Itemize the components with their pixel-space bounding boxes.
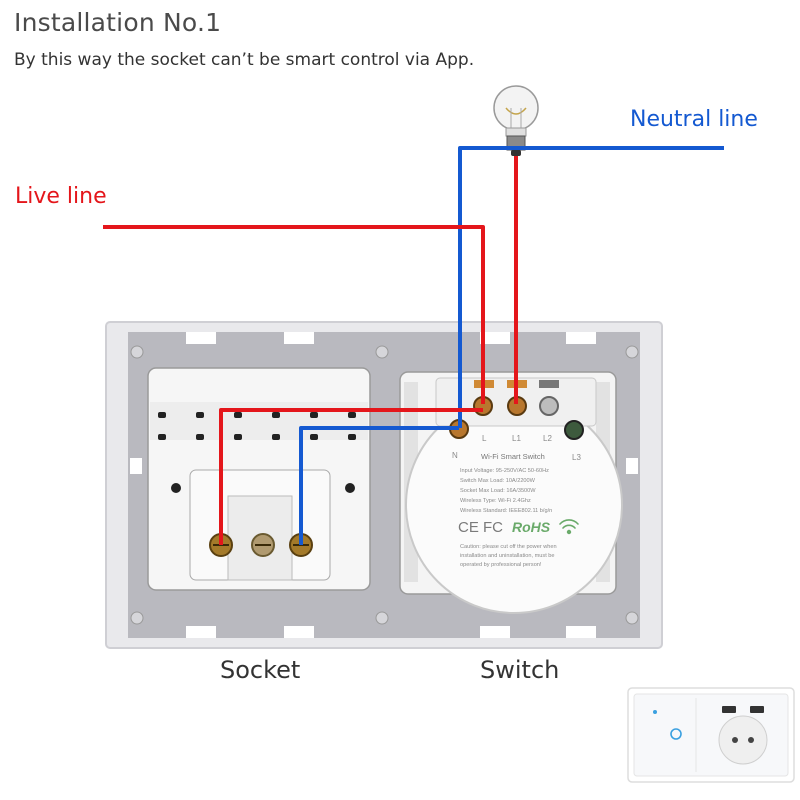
page-subtitle: By this way the socket can’t be smart co… — [14, 50, 475, 70]
spec-line: Input Voltage: 95-250V/AC 50-60Hz — [460, 468, 549, 474]
spec-line: Switch Max Load: 10A/2200W — [460, 478, 536, 484]
rohs-mark: RoHS — [512, 519, 551, 535]
cert-marks: CE FC — [458, 519, 503, 536]
module-name: Wi-Fi Smart Switch — [481, 452, 545, 461]
terminal-l1-label: L1 — [512, 434, 521, 443]
caution-line: operated by professional person! — [460, 562, 542, 568]
caution-line: installation and uninstallation, must be — [460, 553, 555, 559]
product-thumbnail — [627, 687, 795, 783]
live-wire — [103, 156, 518, 545]
spec-line: Socket Max Load: 16A/3500W — [460, 488, 536, 494]
page-title: Installation No.1 — [14, 8, 222, 37]
wifi-smart-module — [405, 377, 623, 614]
socket-label: Socket — [220, 656, 301, 684]
terminal-l3-label: L3 — [572, 453, 581, 462]
wifi-icon — [559, 519, 579, 535]
socket-body — [147, 367, 371, 591]
live-line-label: Live line — [15, 184, 107, 209]
terminal-n-label: N — [452, 451, 458, 460]
spec-line: Wireless Standard: IEEE802.11 b/g/n — [460, 508, 552, 514]
neutral-wire — [299, 146, 724, 545]
switch-label: Switch — [480, 656, 560, 684]
light-bulb-icon — [493, 85, 539, 156]
terminal-l-label: L — [482, 434, 487, 443]
caution-line: Caution: please cut off the power when — [460, 544, 557, 550]
spec-line: Wireless Type: Wi-Fi 2.4Ghz — [460, 498, 531, 504]
terminal-l2-label: L2 — [543, 434, 552, 443]
neutral-line-label: Neutral line — [630, 107, 758, 132]
socket-terminals — [209, 533, 313, 557]
